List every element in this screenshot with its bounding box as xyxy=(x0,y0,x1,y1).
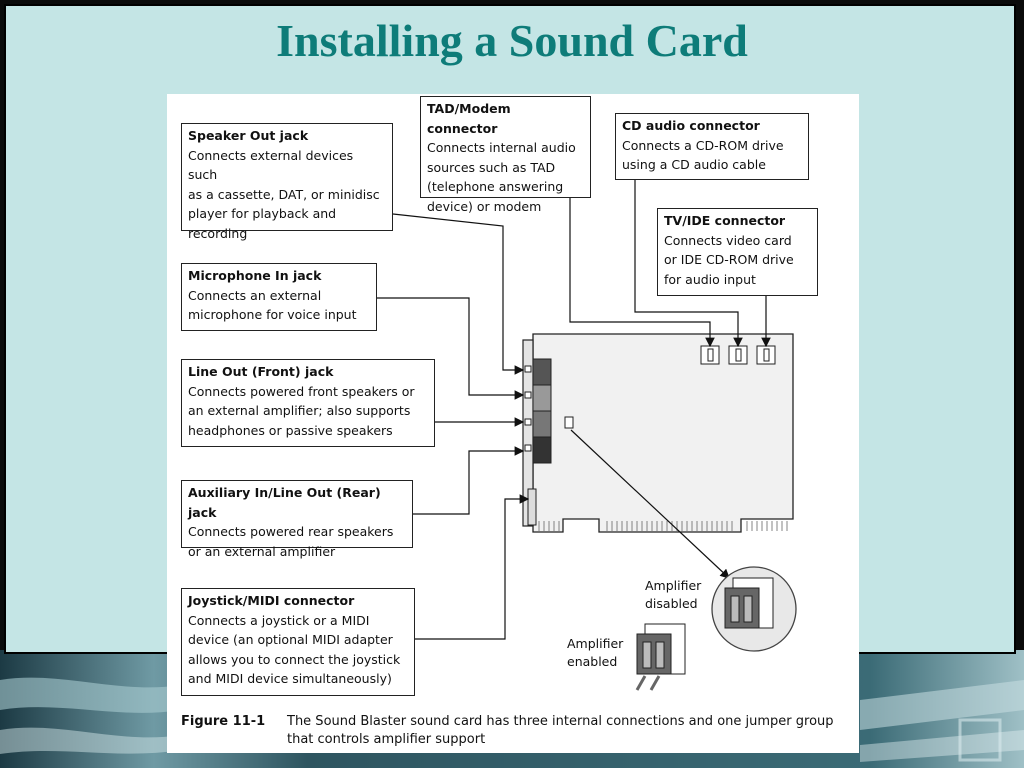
slide-title: Installing a Sound Card xyxy=(276,15,748,66)
jumper-enabled-illustration xyxy=(635,623,686,691)
cd-audio-connector-description: Connects a CD-ROM drive using a CD audio… xyxy=(622,137,784,173)
line-out-front-jack-title: Line Out (Front) jack xyxy=(188,364,334,379)
tv-ide-connector-callout: TV/IDE connector Connects video card or … xyxy=(657,208,818,296)
cd-audio-connector-callout: CD audio connector Connects a CD-ROM dri… xyxy=(615,113,809,180)
line-out-front-jack-callout: Line Out (Front) jack Connects powered f… xyxy=(181,359,435,447)
tad-modem-connector-title: TAD/Modem connector xyxy=(427,101,511,136)
microphone-in-jack-title: Microphone In jack xyxy=(188,268,322,283)
jumper-disabled-illustration xyxy=(711,566,797,652)
auxiliary-in-jack-description: Connects powered rear speakers or an ext… xyxy=(188,524,394,559)
microphone-in-jack-description: Connects an external microphone for voic… xyxy=(188,287,357,323)
sound-card-diagram xyxy=(377,180,797,691)
joystick-midi-connector-description: Connects a joystick or a MIDI device (an… xyxy=(188,612,401,687)
joystick-midi-connector-title: Joystick/MIDI connector xyxy=(188,593,355,608)
tv-ide-connector-description: Connects video card or IDE CD-ROM drive … xyxy=(664,232,794,287)
tad-modem-connector-description: Connects internal audio sources such as … xyxy=(427,140,576,214)
microphone-in-jack-callout: Microphone In jack Connects an external … xyxy=(181,263,377,331)
auxiliary-in-jack-callout: Auxiliary In/Line Out (Rear) jack Connec… xyxy=(181,480,413,559)
line-out-front-jack-description: Connects powered front speakers or an ex… xyxy=(188,383,415,438)
figure-number: Figure 11-1 xyxy=(181,714,266,729)
leader-lines xyxy=(377,180,771,640)
auxiliary-in-jack-title: Auxiliary In/Line Out (Rear) jack xyxy=(188,485,381,520)
sound-card-figure: Speaker Out jack Connects external devic… xyxy=(167,94,859,753)
speaker-out-jack-description: Connects external devices such as a cass… xyxy=(188,147,380,241)
speaker-out-jack-callout: Speaker Out jack Connects external devic… xyxy=(181,123,393,241)
sound-card-board xyxy=(522,333,794,533)
amplifier-disabled-label: Amplifier disabled xyxy=(645,578,702,611)
joystick-midi-connector-callout: Joystick/MIDI connector Connects a joyst… xyxy=(181,588,415,696)
figure-caption-text: The Sound Blaster sound card has three i… xyxy=(287,714,834,747)
amplifier-enabled-label: Amplifier enabled xyxy=(567,636,624,669)
cd-audio-connector-title: CD audio connector xyxy=(622,118,760,133)
speaker-out-jack-title: Speaker Out jack xyxy=(188,128,309,143)
tv-ide-connector-title: TV/IDE connector xyxy=(664,213,786,228)
tad-modem-connector-callout: TAD/Modem connector Connects internal au… xyxy=(420,96,591,214)
